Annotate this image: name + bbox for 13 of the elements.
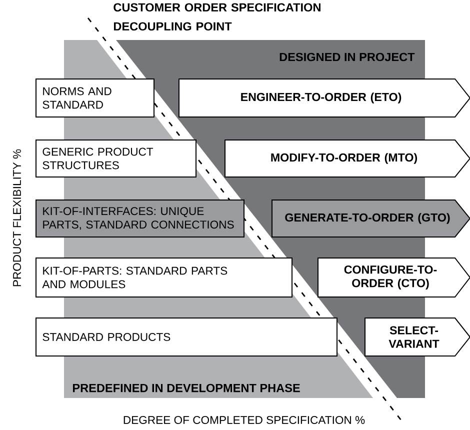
strategy-banner: MODIFY-TO-ORDER (MTO) xyxy=(224,140,470,178)
category-box: GENERIC PRODUCT STRUCTURES xyxy=(36,140,196,178)
title: CUSTOMER ORDER SPECIFICATION DECOUPLING POINT xyxy=(114,3,320,31)
strategy-banner: CONFIGURE-TO-ORDER (CTO) xyxy=(318,258,470,298)
strategy-banner: ENGINEER-TO-ORDER (ETO) xyxy=(178,78,470,118)
category-box: KIT-OF-INTERFACES: UNIQUE PARTS, STANDARD CONNECTIONS xyxy=(36,200,244,238)
strategy-banner: GENERATE-TO-ORDER (GTO) xyxy=(272,200,470,238)
x-axis-label: DEGREE OF COMPLETED SPECIFICATION % xyxy=(124,416,365,424)
strategy-banner: SELECT-VARIANT xyxy=(364,318,470,356)
category-box: NORMS AND STANDARD xyxy=(36,78,154,118)
category-box: STANDARD PRODUCTS xyxy=(36,318,338,356)
category-box: KIT-OF-PARTS: STANDARD PARTS AND MODULES xyxy=(36,258,292,298)
y-axis-label: PRODUCT FLEXIBILITY % xyxy=(13,149,21,286)
